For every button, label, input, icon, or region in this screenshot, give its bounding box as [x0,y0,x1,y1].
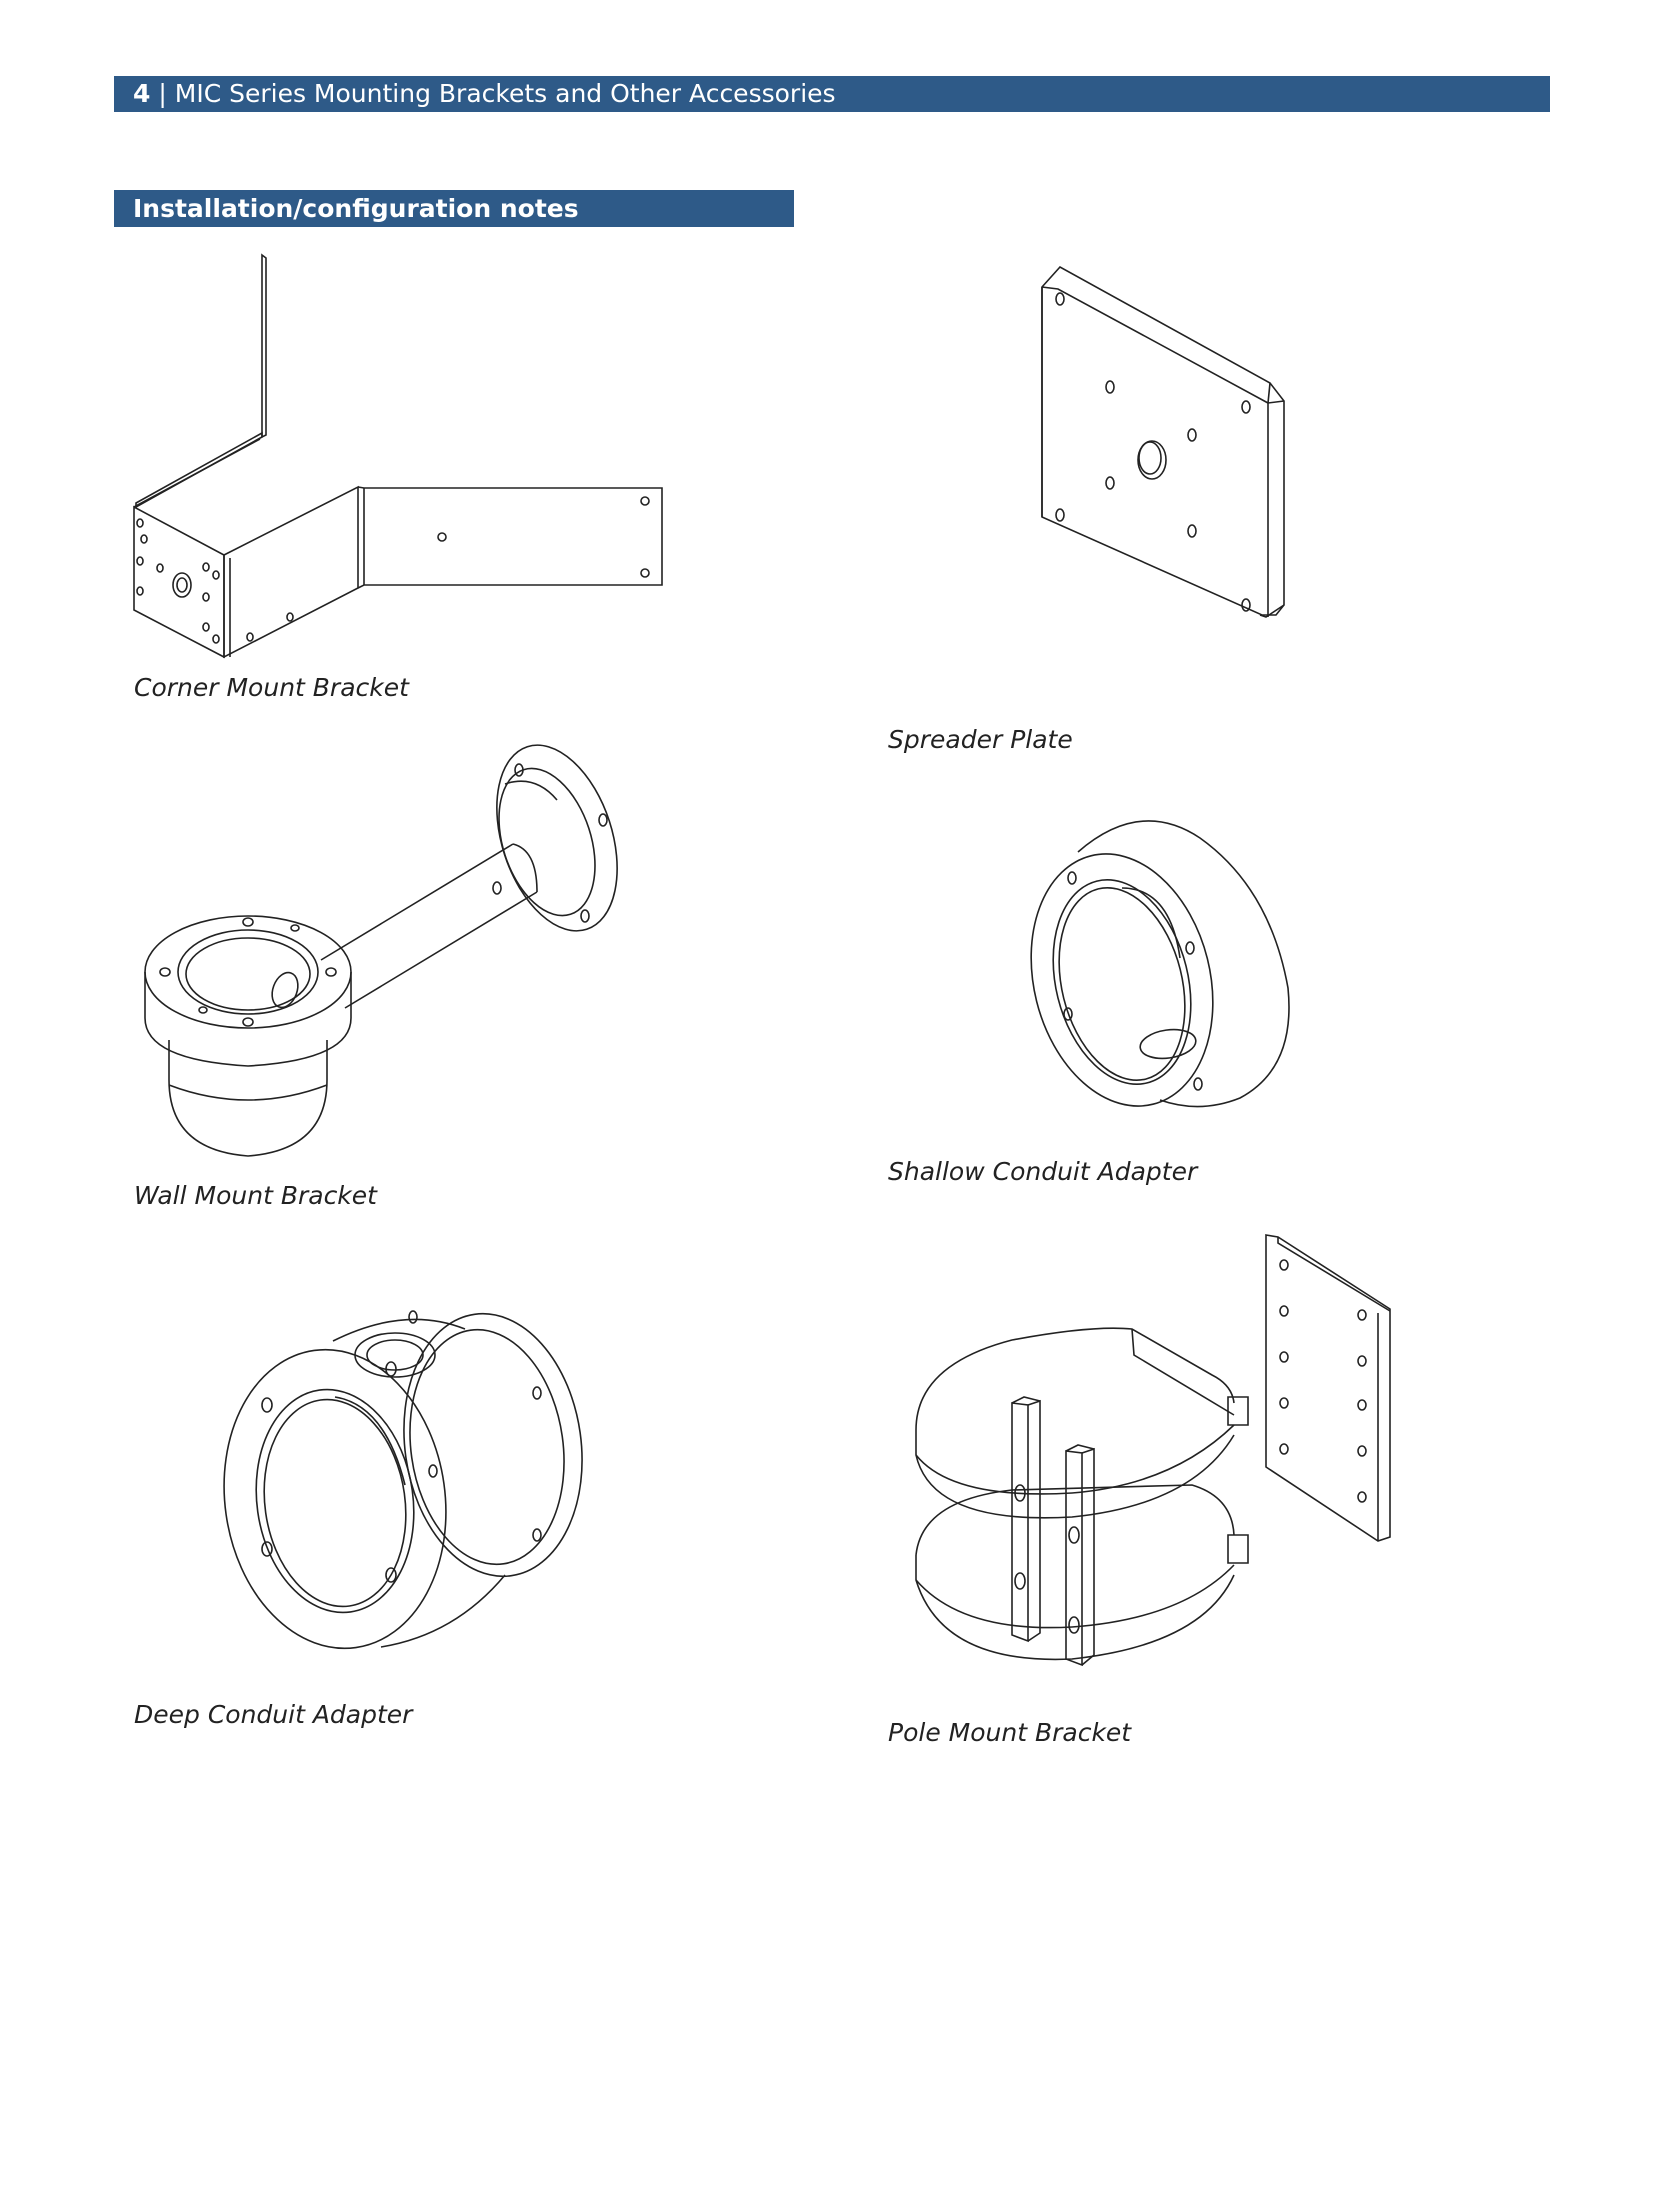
page-number: 4 [133,79,151,108]
caption-deep-conduit-adapter: Deep Conduit Adapter [134,1700,413,1729]
caption-spreader-plate: Spreader Plate [888,725,1073,754]
deep-conduit-adapter-illustration [225,1285,595,1655]
caption-wall-mount-bracket: Wall Mount Bracket [134,1181,377,1210]
caption-pole-mount-bracket: Pole Mount Bracket [888,1718,1132,1747]
section-heading: Installation/configuration notes [114,190,794,227]
wall-mount-bracket-illustration [145,740,655,1160]
pole-mount-bracket-illustration [912,1235,1412,1695]
spreader-plate-illustration [1040,265,1300,655]
caption-corner-mount-bracket: Corner Mount Bracket [134,673,409,702]
header-separator: | [158,79,167,108]
corner-mount-bracket-illustration [130,255,680,675]
shallow-conduit-adapter-illustration [1030,808,1300,1118]
page-header-title: MIC Series Mounting Brackets and Other A… [174,79,836,108]
page-header: 4 | MIC Series Mounting Brackets and Oth… [114,76,1550,112]
caption-shallow-conduit-adapter: Shallow Conduit Adapter [888,1157,1198,1186]
